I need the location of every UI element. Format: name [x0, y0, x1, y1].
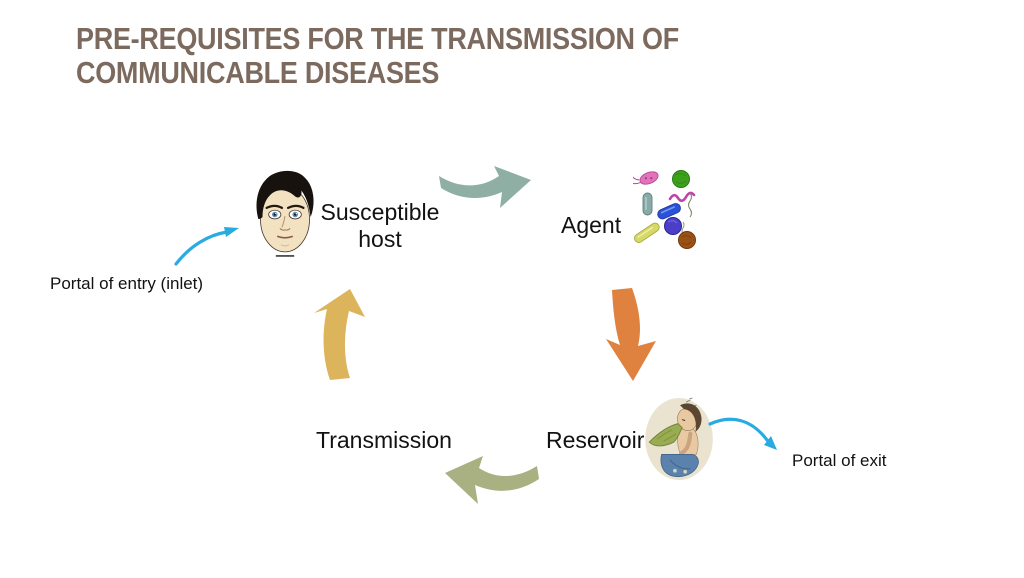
- node-label-reservoir: Reservoir: [546, 427, 645, 453]
- vomiting-person-icon: [641, 397, 715, 481]
- node-label-susceptible-host: Susceptible host: [320, 199, 440, 252]
- portal-of-entry-label: Portal of entry (inlet): [50, 274, 204, 293]
- cycle-arrow-reservoir-to-transmission-icon: [442, 452, 540, 510]
- microbes-cluster-icon: [633, 166, 699, 250]
- portal-of-exit-arrow-icon: [704, 412, 784, 458]
- slide-title: PRE-REQUISITES FOR THE TRANSMISSION OF C…: [76, 21, 679, 90]
- node-label-transmission: Transmission: [316, 427, 452, 453]
- cycle-arrow-host-to-agent-icon: [436, 163, 534, 217]
- susceptible-host-icon: [251, 168, 319, 258]
- cycle-arrow-agent-to-reservoir-icon: [602, 286, 668, 384]
- portal-of-exit-label: Portal of exit: [792, 451, 887, 470]
- node-label-agent: Agent: [561, 212, 622, 238]
- cycle-arrow-transmission-to-host-icon: [310, 287, 368, 383]
- portal-of-entry-arrow-icon: [172, 222, 242, 268]
